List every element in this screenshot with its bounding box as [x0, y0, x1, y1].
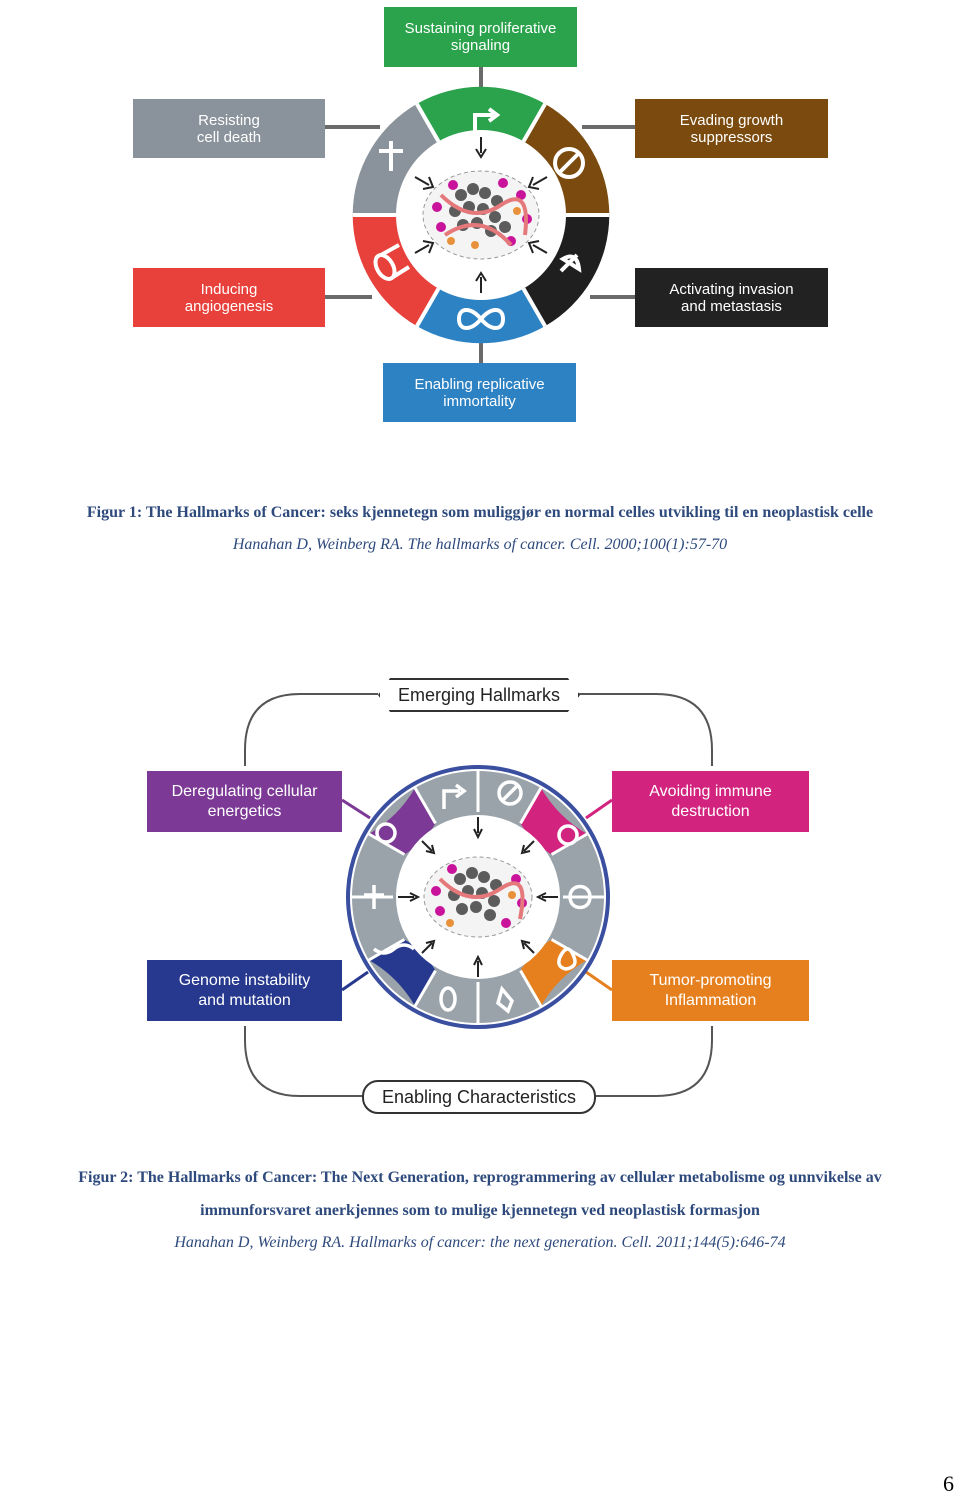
figure-2-caption-text-1: Figur 2: The Hallmarks of Cancer: The Ne… — [78, 1169, 882, 1186]
box-label: Inducing angiogenesis — [184, 280, 274, 315]
atom-icon — [375, 822, 397, 844]
figure-2-caption-line-2: immunforsvaret anerkjennes som to mulige… — [0, 1195, 960, 1227]
next-gen-ring — [346, 765, 610, 1029]
ring-segment-genome — [368, 939, 436, 1007]
emerging-hallmarks-label: Emerging Hallmarks — [378, 678, 580, 712]
figure-2-reference-text: Hanahan D, Weinberg RA. Hallmarks of can… — [174, 1234, 786, 1251]
stop-icon — [553, 147, 585, 179]
box-deregulating-energetics: Deregulating cellular energetics — [147, 771, 342, 832]
box-genome-instability: Genome instability and mutation — [147, 960, 342, 1021]
ring-segment-inflammation — [520, 939, 588, 1007]
enabling-characteristics-text: Enabling Characteristics — [381, 1086, 577, 1107]
ring-segment-immortality — [416, 288, 546, 344]
box-label: Genome instability and mutation — [178, 971, 311, 1009]
ring-segment-cell-death — [352, 103, 439, 215]
figure-1-reference-text: Hanahan D, Weinberg RA. The hallmarks of… — [232, 536, 728, 553]
arrow-head-icon — [487, 107, 501, 123]
flame-icon — [557, 947, 577, 971]
ring-segment-growth-suppressors — [523, 103, 610, 215]
figure-2: Emerging Hallmarks Enabling Characterist… — [0, 670, 960, 1120]
blood-vessel-icon — [373, 243, 411, 281]
bracket-lines — [244, 693, 713, 1097]
emerging-hallmarks-text: Emerging Hallmarks — [397, 684, 561, 705]
box-sustaining-proliferative-signaling: Sustaining proliferative signaling — [384, 7, 577, 67]
dna-icon — [372, 943, 416, 955]
hallmark-ring — [352, 86, 610, 344]
blood-vessel-icon — [439, 986, 457, 1012]
figure-1-reference: Hanahan D, Weinberg RA. The hallmarks of… — [0, 529, 960, 561]
next-generation-wheel-diagram — [244, 693, 713, 1097]
connector-lines — [324, 67, 635, 364]
box-label: Avoiding immune destruction — [649, 782, 772, 820]
box-label: Enabling replicative immortality — [414, 375, 545, 410]
cross-icon — [364, 885, 384, 909]
arrow-icon — [442, 783, 467, 809]
immune-cell-icon — [557, 824, 579, 846]
box-label: Evading growth suppressors — [679, 111, 784, 146]
inward-arrows — [398, 817, 558, 977]
box-label: Sustaining proliferative signaling — [404, 20, 557, 54]
rocket-icon — [495, 985, 515, 1014]
figure-1: Sustaining proliferative signaling Resis… — [0, 0, 960, 430]
box-label: Resisting cell death — [196, 111, 262, 146]
rocket-icon — [559, 253, 582, 273]
tumor-cells-illustration — [422, 170, 540, 260]
enabling-characteristics-label: Enabling Characteristics — [362, 1080, 596, 1114]
box-activating-invasion: Activating invasion and metastasis — [635, 268, 828, 327]
infinity-icon — [568, 884, 592, 910]
figure-2-caption-line-1: Figur 2: The Hallmarks of Cancer: The Ne… — [0, 1162, 960, 1194]
tumor-cells-illustration — [423, 856, 533, 938]
infinity-icon — [456, 308, 506, 330]
figure-1-caption-text: Figur 1: The Hallmarks of Cancer: seks k… — [86, 504, 874, 521]
box-avoiding-immune-destruction: Avoiding immune destruction — [612, 771, 809, 832]
figure-2-caption-text-2: immunforsvaret anerkjennes som to mulige… — [200, 1202, 760, 1219]
ring-segment-immune — [520, 787, 588, 855]
ring-segment-invasion — [523, 215, 610, 327]
box-enabling-replicative-immortality: Enabling replicative immortality — [383, 363, 576, 422]
cross-icon — [379, 141, 403, 171]
hallmarks-wheel-diagram — [324, 67, 635, 364]
page-number: 6 — [943, 1471, 954, 1496]
box-evading-growth-suppressors: Evading growth suppressors — [635, 99, 828, 158]
figure-2-reference: Hanahan D, Weinberg RA. Hallmarks of can… — [0, 1227, 960, 1259]
box-label: Activating invasion and metastasis — [669, 280, 794, 315]
box-inducing-angiogenesis: Inducing angiogenesis — [133, 268, 325, 327]
figure-1-caption: Figur 1: The Hallmarks of Cancer: seks k… — [0, 497, 960, 529]
inward-arrows — [414, 137, 548, 293]
box-label: Deregulating cellular energetics — [171, 782, 318, 820]
ring-segment-energetics — [368, 787, 436, 855]
box-label: Tumor-promoting Inflammation — [649, 971, 772, 1009]
box-resisting-cell-death: Resisting cell death — [133, 99, 325, 158]
stop-icon — [497, 780, 523, 806]
box-tumor-promoting-inflammation: Tumor-promoting Inflammation — [612, 960, 809, 1021]
arrow-icon — [473, 113, 493, 135]
